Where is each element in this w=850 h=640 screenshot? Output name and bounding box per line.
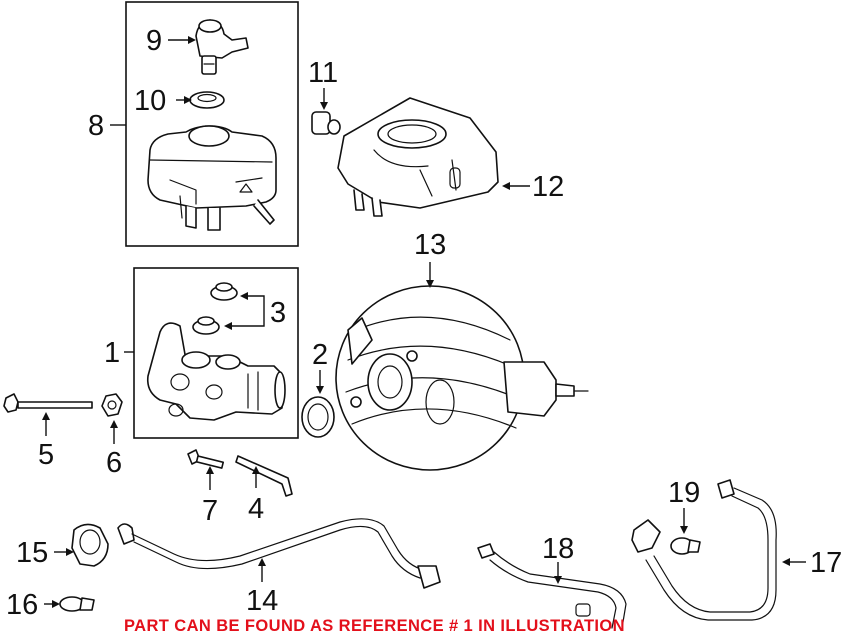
- callout-4[interactable]: 4: [248, 493, 264, 525]
- vacuum-hose-part[interactable]: [117, 518, 441, 589]
- callout-16[interactable]: 16: [6, 589, 38, 621]
- master-cylinder-group-box: [133, 267, 299, 439]
- vacuum-elbow-part[interactable]: [71, 523, 109, 567]
- callout-1[interactable]: 1: [104, 337, 120, 369]
- nut-part[interactable]: [101, 393, 123, 417]
- callout-17[interactable]: 17: [810, 547, 842, 579]
- brake-booster-part[interactable]: [335, 285, 589, 471]
- reservoir-grommet-upper-part[interactable]: [210, 282, 238, 301]
- reference-caption: PART CAN BE FOUND AS REFERENCE # 1 IN IL…: [124, 617, 625, 635]
- callout-12[interactable]: 12: [532, 171, 564, 203]
- long-bolt-part[interactable]: [3, 393, 93, 413]
- connector-part[interactable]: [311, 111, 341, 135]
- callout-7[interactable]: 7: [202, 495, 218, 527]
- callout-3[interactable]: 3: [270, 297, 286, 329]
- booster-seal-part[interactable]: [301, 396, 335, 438]
- callout-8[interactable]: 8: [88, 110, 104, 142]
- short-bolt-part[interactable]: [187, 449, 225, 469]
- reservoir-cap-part[interactable]: [195, 19, 249, 75]
- check-valve-hose-part[interactable]: [631, 479, 777, 621]
- callout-19[interactable]: 19: [668, 477, 700, 509]
- callout-13[interactable]: 13: [414, 229, 446, 261]
- fluid-reservoir-part[interactable]: [147, 125, 277, 231]
- bent-pin-part[interactable]: [235, 455, 293, 497]
- callout-5[interactable]: 5: [38, 439, 54, 471]
- hose-clamp-part[interactable]: [59, 596, 95, 612]
- callout-14[interactable]: 14: [246, 585, 278, 617]
- master-cylinder-part[interactable]: [146, 322, 286, 421]
- callout-6[interactable]: 6: [106, 447, 122, 479]
- callout-11[interactable]: 11: [308, 57, 338, 89]
- booster-cover-part[interactable]: [337, 97, 499, 217]
- vacuum-line-part[interactable]: [477, 543, 627, 629]
- reservoir-grommet-lower-part[interactable]: [192, 316, 220, 335]
- cap-seal-part[interactable]: [189, 91, 225, 109]
- hose-clip-part[interactable]: [670, 537, 701, 555]
- callout-10[interactable]: 10: [134, 85, 166, 117]
- callout-9[interactable]: 9: [146, 25, 162, 57]
- reservoir-group-box: [125, 1, 299, 247]
- callout-2[interactable]: 2: [312, 339, 328, 371]
- callout-labels: 9 10 8 11 12 13 3 1 2 5 6 7 4 14 15 16 1…: [6, 25, 842, 621]
- callout-18[interactable]: 18: [542, 533, 574, 565]
- leader-lines: [42, 36, 806, 608]
- callout-15[interactable]: 15: [16, 537, 48, 569]
